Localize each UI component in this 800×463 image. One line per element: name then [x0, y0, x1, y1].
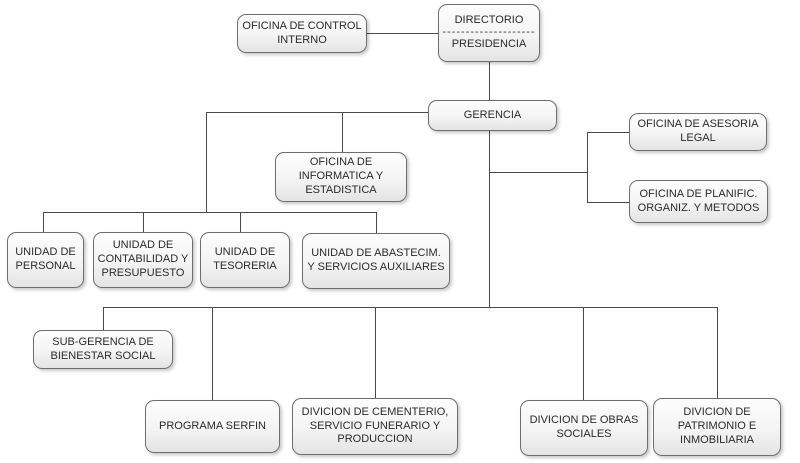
edge-bottom-bus — [103, 307, 717, 308]
edge-drop-obras — [583, 307, 584, 400]
org-box-division-cementerio: DIVICION DE CEMENTERIO, SERVICIO FUNERAR… — [292, 398, 458, 455]
org-box-label: UNIDAD DE CONTABILIDAD Y PRESUPUESTO — [97, 239, 189, 279]
edge-drop-patrimonio — [717, 307, 718, 398]
edge-gerencia-trunk — [489, 131, 490, 307]
org-box-unidad-tesoreria: UNIDAD DE TESORERIA — [200, 232, 290, 288]
org-box-subgerencia-bienestar: SUB-GERENCIA DE BIENESTAR SOCIAL — [33, 330, 173, 369]
edge-units-bus — [43, 212, 376, 213]
edge-drop-personal — [43, 212, 44, 232]
org-box-programa-serfin: PROGRAMA SERFIN — [145, 400, 280, 453]
edge-control-interno-directorio — [367, 33, 438, 34]
org-box-label: OFICINA DE PLANIFIC. ORGANIZ. Y METODOS — [637, 187, 760, 214]
edge-drop-subgerencia — [103, 307, 104, 330]
org-box-label: DIVICION DE OBRAS SOCIALES — [529, 414, 639, 440]
org-box-label: DIVICION DE CEMENTERIO, SERVICIO FUNERAR… — [301, 405, 449, 446]
org-box-directorio-presidencia: DIRECTORIO -------------------- PRESIDEN… — [438, 4, 540, 62]
edge-drop-tesoreria — [240, 212, 241, 232]
org-box-oficina-control-interno: OFICINA DE CONTROL INTERNO — [237, 14, 367, 53]
org-box-label: SUB-GERENCIA DE BIENESTAR SOCIAL — [50, 335, 156, 362]
directorio-title: DIRECTORIO — [454, 14, 524, 27]
org-box-label: DIVICION DE PATRIMONIO E INMOBILIARIA — [677, 406, 757, 446]
edge-drop-contabilidad — [143, 212, 144, 232]
edge-left-trunk — [206, 112, 207, 212]
directorio-separator: -------------------- — [442, 26, 536, 39]
edge-drop-informatica — [342, 112, 343, 152]
org-box-label: UNIDAD DE PERSONAL — [15, 246, 76, 272]
org-box-label: PROGRAMA SERFIN — [159, 419, 266, 432]
org-box-label: OFICINA DE CONTROL INTERNO — [242, 19, 362, 46]
edge-gerencia-left-branch — [206, 112, 428, 113]
org-box-oficina-planificacion: OFICINA DE PLANIFIC. ORGANIZ. Y METODOS — [629, 180, 768, 223]
org-box-label: GERENCIA — [463, 108, 522, 121]
org-box-oficina-informatica: OFICINA DE INFORMATICA Y ESTADISTICA — [275, 152, 407, 202]
edge-drop-cementerio — [375, 307, 376, 398]
org-box-oficina-asesoria-legal: OFICINA DE ASESORIA LEGAL — [629, 113, 767, 151]
org-box-division-patrimonio: DIVICION DE PATRIMONIO E INMOBILIARIA — [653, 398, 781, 456]
edge-right-feeder — [489, 172, 587, 173]
org-box-label: OFICINA DE ASESORIA LEGAL — [637, 118, 759, 144]
edge-drop-abastecim — [376, 212, 377, 233]
org-box-unidad-contabilidad: UNIDAD DE CONTABILIDAD Y PRESUPUESTO — [93, 232, 193, 288]
org-box-gerencia: GERENCIA — [428, 100, 557, 131]
org-box-label: UNIDAD DE ABASTECIM. Y SERVICIOS AUXILIA… — [307, 247, 445, 273]
org-box-unidad-abastecimiento: UNIDAD DE ABASTECIM. Y SERVICIOS AUXILIA… — [302, 233, 450, 289]
org-box-label: UNIDAD DE TESORERIA — [213, 246, 277, 272]
presidencia-title: PRESIDENCIA — [451, 37, 527, 50]
org-box-label: OFICINA DE INFORMATICA Y ESTADISTICA — [298, 156, 384, 196]
edge-right-riser — [587, 132, 588, 202]
org-box-unidad-personal: UNIDAD DE PERSONAL — [7, 232, 84, 288]
edge-directorio-gerencia — [489, 62, 490, 100]
edge-drop-serfin — [212, 307, 213, 400]
org-box-division-obras-sociales: DIVICION DE OBRAS SOCIALES — [520, 400, 648, 456]
edge-stub-asesoria — [587, 132, 629, 133]
edge-stub-planific — [587, 202, 629, 203]
